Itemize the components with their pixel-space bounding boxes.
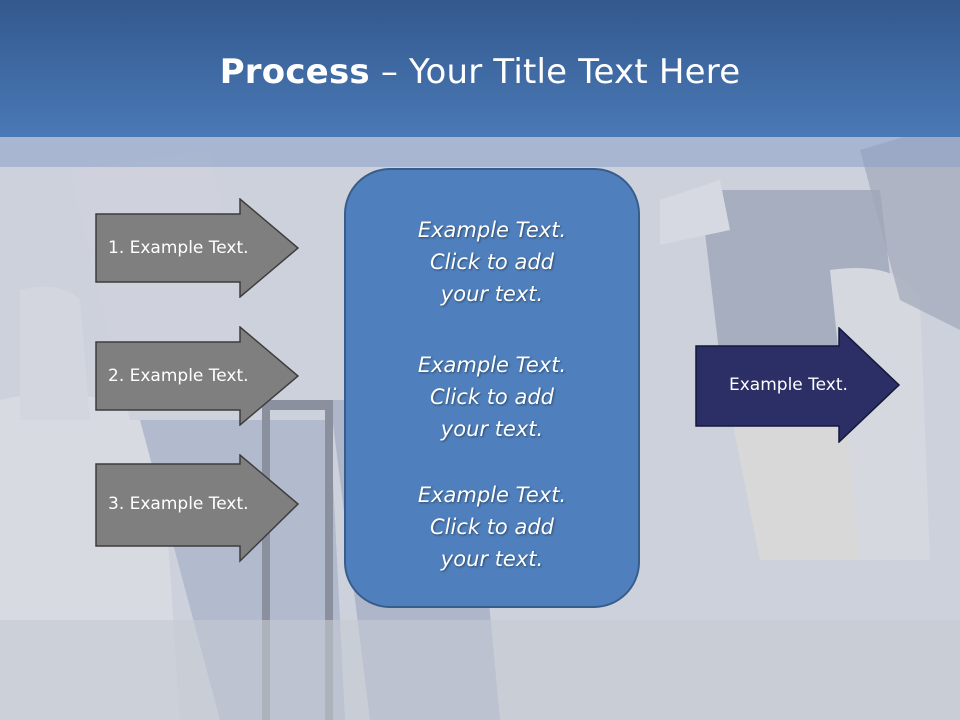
result-label: Example Text. <box>729 375 848 395</box>
paragraph-line: Example Text. <box>417 218 567 242</box>
paragraph-line: your text. <box>440 417 544 441</box>
center-paragraph-2: Example Text. Click to add your text. <box>346 349 638 445</box>
paragraph-line: Click to add <box>429 515 554 539</box>
step-arrow-1[interactable]: 1. Example Text. <box>95 198 299 298</box>
arrow-shape-icon <box>695 327 901 443</box>
step-label: 2. Example Text. <box>108 366 249 386</box>
paragraph-line: Click to add <box>429 250 554 274</box>
paragraph-line: Click to add <box>429 385 554 409</box>
header-band <box>0 137 960 167</box>
paragraph-line: Example Text. <box>417 483 567 507</box>
center-paragraph-1: Example Text. Click to add your text. <box>346 214 638 310</box>
paragraph-line: Example Text. <box>417 353 567 377</box>
slide-title[interactable]: Process – Your Title Text Here <box>0 52 960 92</box>
center-paragraph-3: Example Text. Click to add your text. <box>346 479 638 575</box>
step-label: 3. Example Text. <box>108 494 249 514</box>
arrow-shape-icon <box>95 326 299 426</box>
result-arrow[interactable]: Example Text. <box>695 327 901 443</box>
title-bold: Process <box>219 52 370 92</box>
center-text-box[interactable]: Example Text. Click to add your text. Ex… <box>344 168 640 608</box>
title-rest: – Your Title Text Here <box>369 52 741 92</box>
step-arrow-2[interactable]: 2. Example Text. <box>95 326 299 426</box>
arrow-shape-icon <box>95 198 299 298</box>
title-bar <box>0 0 960 137</box>
paragraph-line: your text. <box>440 282 544 306</box>
step-label: 1. Example Text. <box>108 238 249 258</box>
step-arrow-3[interactable]: 3. Example Text. <box>95 454 299 564</box>
paragraph-line: your text. <box>440 547 544 571</box>
arrow-shape-icon <box>95 454 299 563</box>
